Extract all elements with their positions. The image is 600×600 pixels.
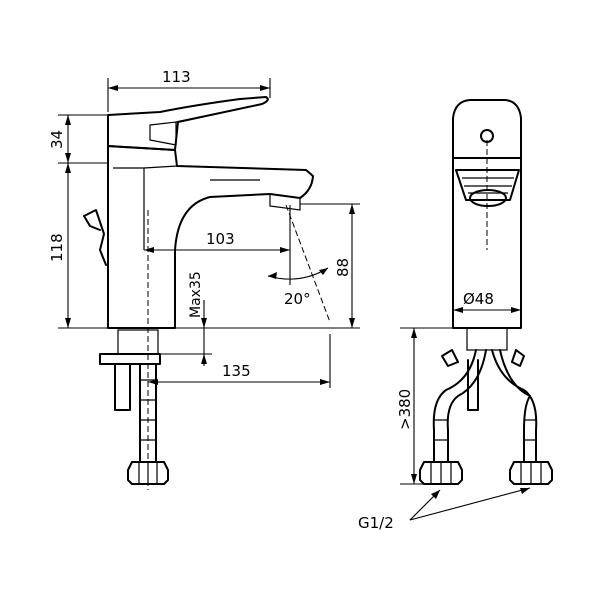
dim-118: 118 [48, 233, 66, 262]
front-nut-left [419, 461, 463, 485]
dim-angle-20: 20° [284, 290, 311, 308]
front-view [419, 99, 553, 485]
mounting-shank [114, 363, 131, 411]
dim-103: 103 [206, 230, 235, 248]
dim-34: 34 [48, 130, 66, 149]
dim-diameter-48: Ø48 [463, 290, 494, 308]
hose-nut [127, 461, 169, 485]
dim-max-35: Max35 [188, 271, 204, 318]
dim-thread-g12: G1/2 [358, 514, 394, 532]
front-handle [452, 99, 522, 159]
front-dimensions: Ø48 >380 G1/2 [358, 290, 531, 532]
dim-hose-380: >380 [396, 389, 414, 430]
base-washer [99, 353, 161, 365]
front-supply-hoses [432, 349, 538, 463]
dim-88: 88 [334, 258, 352, 277]
dim-113: 113 [162, 68, 191, 86]
side-dimensions: 113 34 118 103 20° 88 Max35 [48, 68, 360, 388]
front-nut-right [509, 461, 553, 485]
drain-pull-rod [83, 209, 107, 266]
lever-handle [107, 96, 269, 151]
dim-135: 135 [222, 362, 251, 380]
